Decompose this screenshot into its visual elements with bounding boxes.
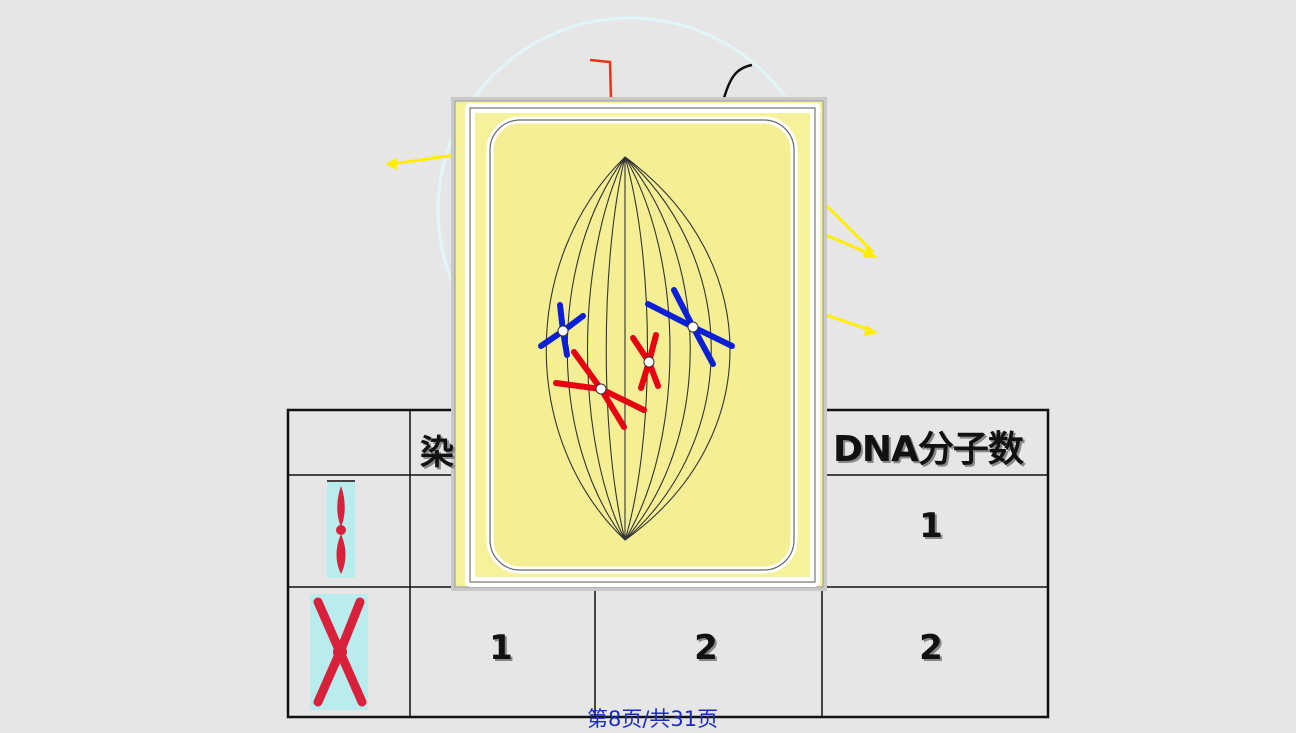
row2-dna-count: 2 — [919, 628, 943, 668]
red-hook-line — [589, 58, 613, 101]
row2-chromatid-count: 2 — [694, 628, 718, 668]
x-chromosome-image — [310, 594, 368, 710]
table-header-dna-count: DNA分子数 — [833, 429, 1024, 470]
black-hook-line — [722, 63, 753, 99]
table-header-chromosome-count: 染 — [420, 433, 454, 473]
row1-dna-count: 1 — [919, 506, 943, 546]
yellow-arrow-right-1 — [824, 203, 875, 254]
page-number: 第8页/共31页 — [587, 707, 719, 731]
yellow-arrow-right-2 — [825, 313, 871, 332]
cell-diagram — [451, 97, 827, 591]
centromeres — [557, 321, 699, 395]
single-chromosome-image — [327, 480, 355, 578]
row2-chromosome-count: 1 — [489, 628, 513, 668]
yellow-arrow-left — [391, 153, 456, 166]
spindle-fibers — [545, 156, 731, 541]
cell-membrane — [486, 116, 798, 574]
